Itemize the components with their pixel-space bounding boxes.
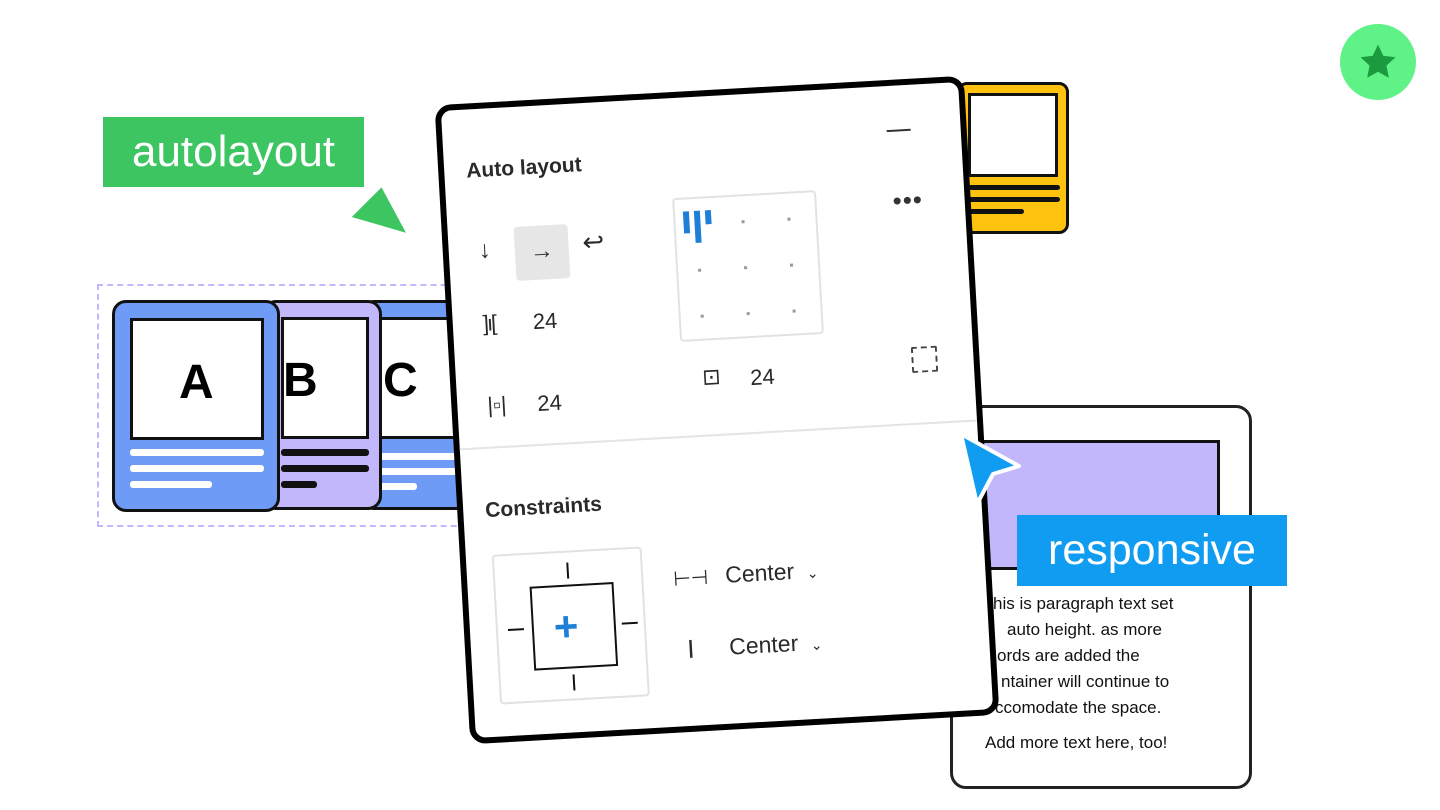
card-b[interactable]: B [262,300,382,510]
card-a-image [130,318,264,440]
yellow-card[interactable] [957,82,1069,234]
alignment-indicator [682,211,691,234]
properties-panel[interactable]: Auto layout ↓ → ↩ ]ı[ 24 |▫| 24 ⊡ 24 •••… [434,75,1000,745]
section-divider [459,419,978,451]
chevron-down-icon: ⌄ [806,564,819,582]
clip-icon[interactable] [910,345,939,374]
vertical-constraint-icon: I [686,633,696,665]
star-icon [1360,44,1396,78]
paragraph-line: ccomodate the space. [995,698,1162,717]
paragraph-line: auto height. as more [1007,620,1162,639]
cursor-icon [346,182,412,238]
auto-layout-title: Auto layout [465,153,583,183]
card-b-letter: B [283,354,318,407]
paragraph-line: his is paragraph text set [993,594,1174,613]
spacing-icon: ]ı[ [482,310,496,336]
card-c-letter: C [383,354,418,407]
paragraph-line: ntainer will continue to [1001,672,1170,691]
wrap-icon[interactable]: ↩ [581,226,606,258]
constraint-widget[interactable]: + [491,546,650,705]
cursor-icon [959,432,1021,506]
responsive-label: responsive [1017,515,1287,586]
padding-vertical-icon: ⊡ [701,363,722,390]
card-a[interactable]: A [112,300,280,512]
arrow-right-icon: → [529,236,555,266]
minus-icon[interactable] [886,128,911,133]
paragraph-line: ords are added the [997,646,1140,665]
vertical-constraint-select[interactable]: Center ⌄ [729,629,824,661]
paragraph-extra: Add more text here, too! [985,733,1168,752]
alignment-grid[interactable] [672,190,824,342]
yellow-card-image [968,93,1058,177]
vertical-constraint-value: Center [728,629,799,660]
horizontal-constraint-value: Center [724,557,795,588]
padding-horizontal-icon: |▫| [486,391,508,418]
more-icon[interactable]: ••• [891,184,924,216]
star-badge[interactable] [1340,24,1416,100]
spacing-value[interactable]: 24 [532,307,558,335]
constraints-title: Constraints [484,492,603,523]
arrow-down-icon[interactable]: ↓ [477,236,492,265]
chevron-down-icon: ⌄ [810,636,823,654]
padding-horizontal-value[interactable]: 24 [536,389,563,416]
horizontal-constraint-select[interactable]: Center ⌄ [724,557,819,589]
card-a-letter: A [179,356,214,409]
horizontal-constraint-icon: ⊢⊣ [672,566,709,591]
autolayout-label: autolayout [103,117,364,187]
card-b-image [281,317,369,439]
arrow-right-button[interactable]: → [513,224,571,281]
padding-vertical-value[interactable]: 24 [749,363,776,391]
plus-icon: + [552,602,580,651]
